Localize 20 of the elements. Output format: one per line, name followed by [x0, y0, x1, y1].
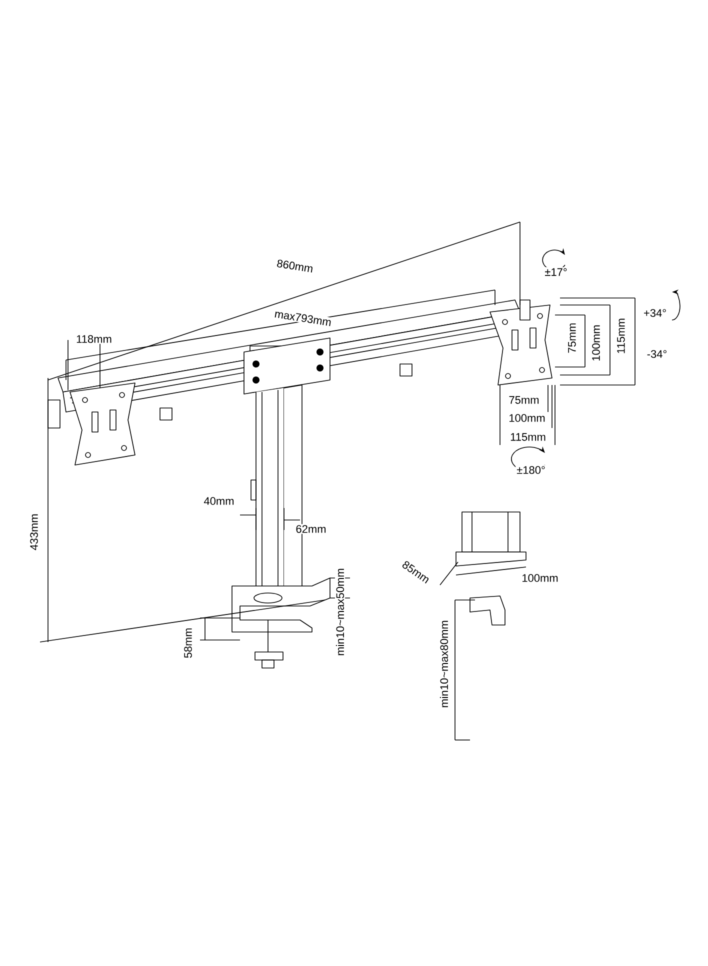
dimension-label: 115mm	[509, 432, 547, 442]
dimension-label: 100mm	[591, 324, 601, 362]
dimension-label: 118mm	[75, 334, 113, 344]
dimension-label: ±17°	[544, 267, 568, 277]
dimension-label: 433mm	[29, 512, 39, 552]
dimension-label: min10~max80mm	[438, 619, 450, 709]
dimension-label: -34°	[646, 349, 668, 359]
dimension-label: min10~max50mm	[334, 567, 346, 657]
dimension-label: 860mm	[275, 258, 315, 274]
dimension-label: 62mm	[294, 524, 328, 534]
dimension-label: +34°	[642, 308, 668, 318]
dimension-label: max793mm	[272, 308, 334, 328]
dimension-label: 100mm	[508, 413, 546, 423]
dimension-label: 75mm	[567, 322, 577, 354]
dimension-label: 100mm	[520, 573, 560, 583]
dimension-label: ±180°	[516, 465, 546, 475]
dimension-label: 40mm	[202, 496, 236, 506]
dimension-label: 115mm	[616, 317, 626, 355]
dimension-label: 75mm	[508, 395, 540, 405]
dimension-label: 58mm	[183, 626, 193, 660]
